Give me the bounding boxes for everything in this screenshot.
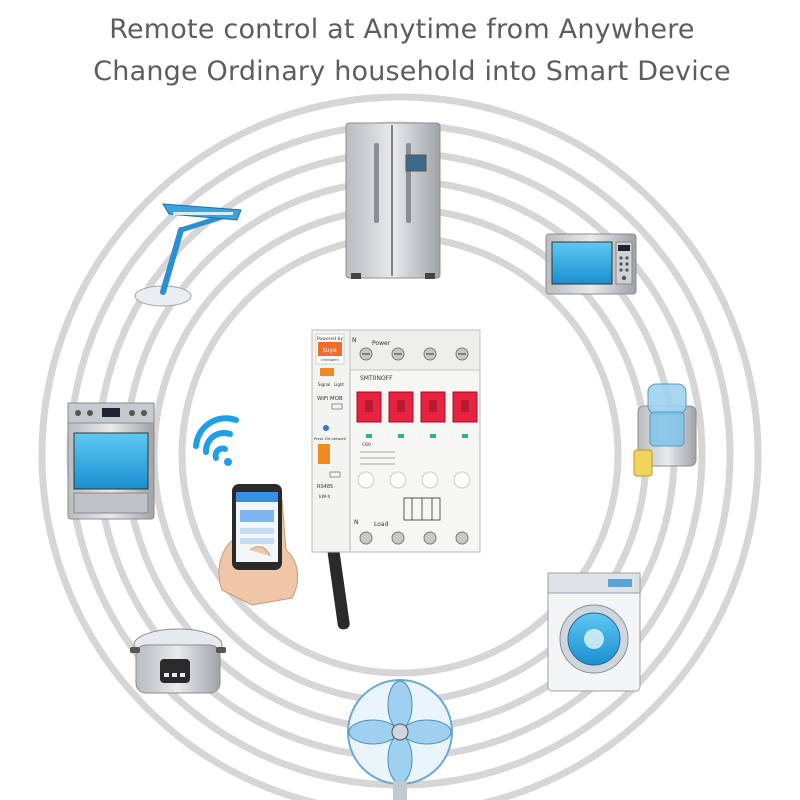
toggle-pole-2[interactable] (388, 391, 414, 423)
press-label: Press 10s network (314, 437, 347, 441)
headline-line-1: Remote control at Anytime from Anywhere (109, 14, 695, 45)
badge-sub: Intelligent (321, 358, 339, 362)
ring-1 (38, 93, 762, 800)
power-label: Power (372, 340, 391, 347)
juicer-icon (633, 383, 697, 477)
hand-with-phone (218, 484, 299, 606)
fan-icon (347, 679, 453, 800)
kwh-label: kW·h (319, 494, 330, 500)
reset-button[interactable] (323, 425, 329, 431)
rating-label: C60 (362, 442, 371, 448)
refrigerator-icon (345, 122, 441, 279)
desk-lamp-icon (134, 203, 242, 307)
smart-circuit-breaker: Powered by tuya Intelligent Signal Light… (311, 329, 481, 553)
breaker-toggles[interactable] (356, 391, 478, 423)
wifi-icon (193, 415, 239, 466)
rice-cooker-icon (130, 628, 226, 694)
badge-brand: tuya (323, 347, 337, 354)
badge-top: Powered by (317, 336, 343, 342)
load-label: Load (374, 521, 389, 528)
n-bottom-label: N (354, 519, 359, 526)
tuya-badge (318, 342, 342, 356)
headline-line-2: Change Ordinary household into Smart Dev… (93, 56, 731, 87)
wifi-mode-label: WiFi MOB (317, 396, 343, 402)
washing-machine-icon (547, 572, 641, 692)
light-label: Light (334, 382, 344, 387)
model-label: SMT0NOFF (360, 375, 393, 382)
rs485-label: RS485 (317, 484, 333, 490)
signal-label: Signal (318, 382, 330, 387)
microwave-icon (545, 233, 637, 295)
n-top-label: N (352, 337, 357, 344)
oven-icon (67, 402, 155, 520)
